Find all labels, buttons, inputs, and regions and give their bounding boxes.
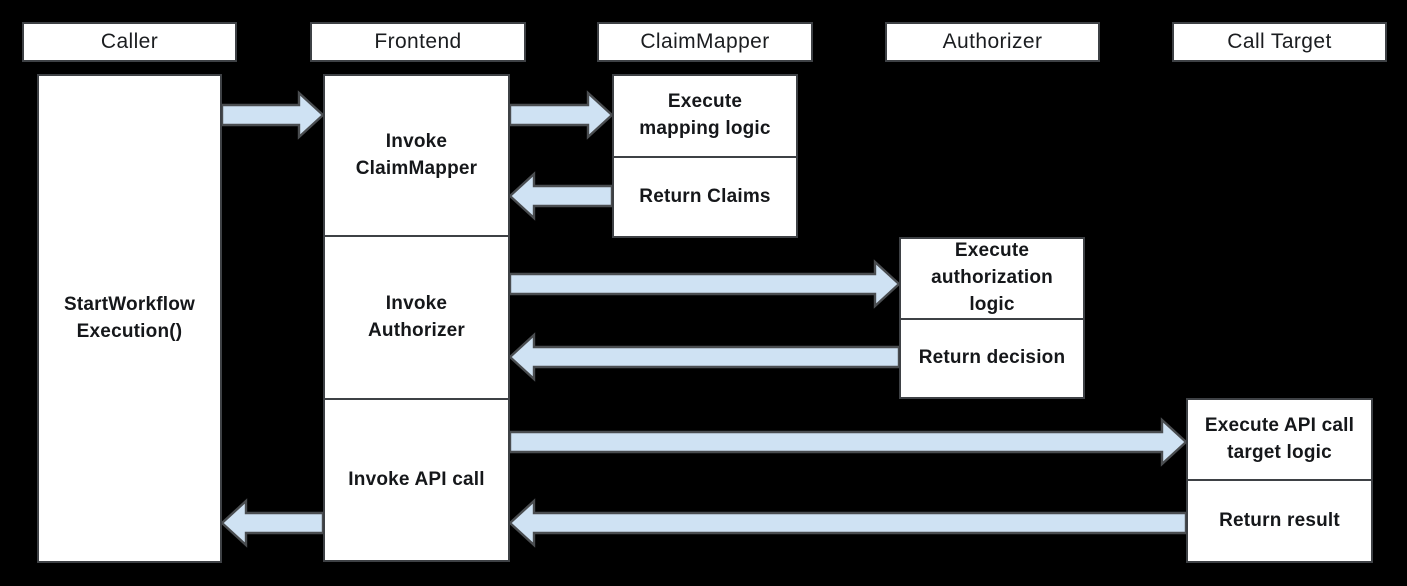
step-invoke-claimmapper: Invoke ClaimMapper bbox=[323, 74, 510, 237]
step-return-claims: Return Claims bbox=[612, 156, 798, 238]
arrow-frontend-to-caller bbox=[220, 498, 325, 548]
step-execute-mapping-logic: Execute mapping logic bbox=[612, 74, 798, 158]
step-execute-api-call-target-logic-label: Execute API call target logic bbox=[1204, 414, 1355, 463]
arrow-frontend-to-authorizer bbox=[508, 259, 901, 309]
step-invoke-claimmapper-label: Invoke ClaimMapper bbox=[355, 130, 478, 179]
step-execute-mapping-logic-label: Execute mapping logic bbox=[639, 91, 771, 139]
step-execute-authorization-logic: Execute authorization logic bbox=[899, 237, 1085, 320]
step-invoke-api-call: Invoke API call bbox=[323, 398, 510, 562]
arrow-claimmapper-to-frontend bbox=[508, 171, 614, 221]
step-invoke-api-call-label: Invoke API call bbox=[348, 468, 485, 490]
step-invoke-authorizer-label: Invoke Authorizer bbox=[368, 292, 465, 341]
lane-header-claimmapper: ClaimMapper bbox=[597, 22, 813, 62]
step-return-result-label: Return result bbox=[1219, 509, 1340, 531]
step-execute-authorization-logic-label: Execute authorization logic bbox=[931, 240, 1053, 315]
step-startworkflowexecution-label: StartWorkflow Execution() bbox=[63, 293, 196, 342]
lane-header-calltarget-label: Call Target bbox=[1227, 30, 1332, 53]
lane-header-frontend-label: Frontend bbox=[374, 30, 462, 53]
arrow-caller-to-frontend bbox=[220, 90, 325, 140]
lane-header-calltarget: Call Target bbox=[1172, 22, 1387, 62]
lane-header-caller-label: Caller bbox=[100, 30, 159, 53]
step-invoke-authorizer: Invoke Authorizer bbox=[323, 235, 510, 400]
step-return-decision: Return decision bbox=[899, 318, 1085, 399]
lane-header-caller: Caller bbox=[22, 22, 237, 62]
lane-header-claimmapper-label: ClaimMapper bbox=[640, 30, 770, 53]
arrow-authorizer-to-frontend bbox=[508, 332, 901, 382]
lane-header-authorizer-label: Authorizer bbox=[942, 30, 1043, 53]
arrow-calltarget-to-frontend bbox=[508, 498, 1188, 548]
lane-header-authorizer: Authorizer bbox=[885, 22, 1100, 62]
step-startworkflowexecution: StartWorkflow Execution() bbox=[37, 74, 222, 563]
step-return-claims-label: Return Claims bbox=[639, 185, 771, 207]
step-execute-api-call-target-logic: Execute API call target logic bbox=[1186, 398, 1373, 481]
arrow-frontend-to-claimmapper bbox=[508, 90, 614, 140]
step-return-result: Return result bbox=[1186, 479, 1373, 563]
lane-header-frontend: Frontend bbox=[310, 22, 526, 62]
step-return-decision-label: Return decision bbox=[918, 347, 1066, 369]
arrow-frontend-to-calltarget bbox=[508, 417, 1188, 467]
